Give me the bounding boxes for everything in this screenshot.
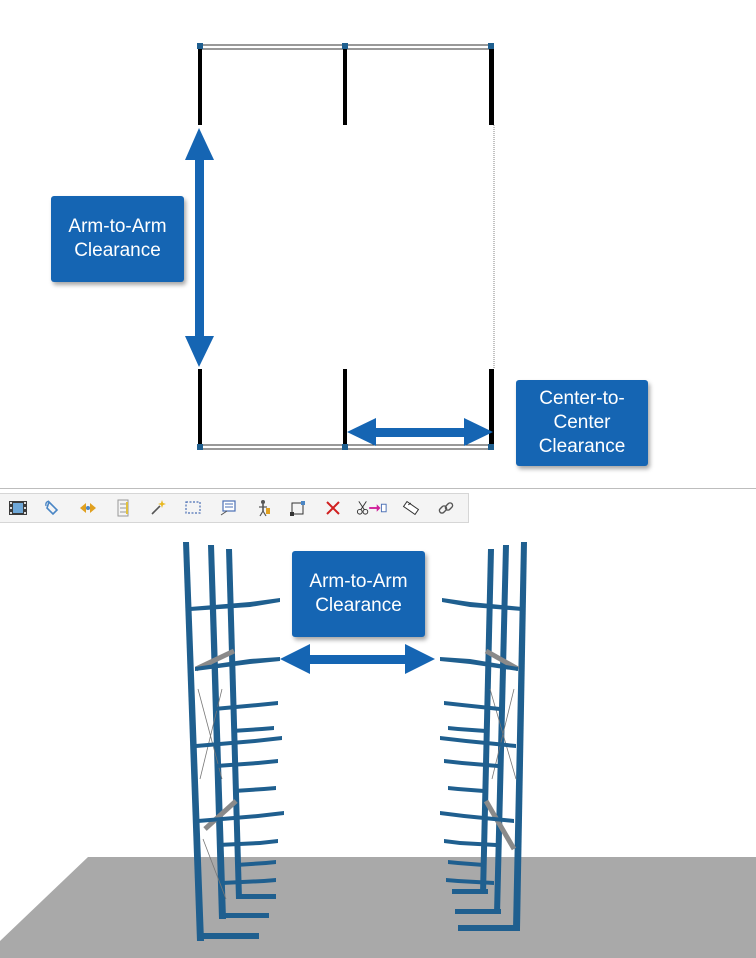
toolbar-button-pan[interactable] [76,497,101,519]
center-to-center-arrow [347,418,493,446]
column-markers [197,43,494,450]
render-arm-to-arm-callout: Arm-to-Arm Clearance [292,551,425,637]
link-icon [438,502,453,514]
pan-icon [80,503,97,513]
toolbar-button-measure[interactable] [398,497,423,519]
floor [0,857,756,958]
toolbar-button-transform[interactable] [286,497,311,519]
view-toolbar [0,493,469,523]
left-rack [183,542,284,941]
film-icon [9,501,28,515]
plan-view-drawing [185,43,495,450]
right-rack [440,542,527,931]
selection-box-icon [185,501,201,514]
pane-divider [0,488,756,489]
toolbar-button-comment[interactable] [216,497,241,519]
toolbar-button-rotate[interactable] [41,497,66,519]
toolbar-button-person[interactable] [251,497,276,519]
arm-to-arm-arrow [185,128,214,367]
toolbar-button-cut-move[interactable] [356,497,389,519]
measure-icon [402,500,419,516]
comment-icon [220,500,236,516]
bottom-arms [198,369,494,449]
toolbar-button-link[interactable] [433,497,458,519]
center-to-center-callout: Center-to- Center Clearance [516,380,648,466]
toolbar-button-magic-wand[interactable] [146,497,171,519]
rotate-icon [45,500,59,516]
render-view: Arm-to-Arm Clearance [0,489,756,958]
toolbar-button-delete[interactable] [321,497,346,519]
magic-wand-icon [151,500,167,515]
layers-icon [117,499,129,517]
delete-icon [326,501,340,515]
toolbar-button-selection-box[interactable] [181,497,206,519]
render-scene [0,542,756,958]
render-arm-to-arm-arrow [280,644,435,674]
plan-view: Arm-to-Arm Clearance Center-to- Center C… [51,43,648,466]
top-arms [198,45,494,125]
toolbar-button-layers[interactable] [111,497,136,519]
cut-move-icon [356,501,387,515]
transform-icon [290,501,306,516]
arm-to-arm-callout: Arm-to-Arm Clearance [51,196,184,282]
person-icon [259,500,271,517]
toolbar-button-film[interactable] [6,497,31,519]
